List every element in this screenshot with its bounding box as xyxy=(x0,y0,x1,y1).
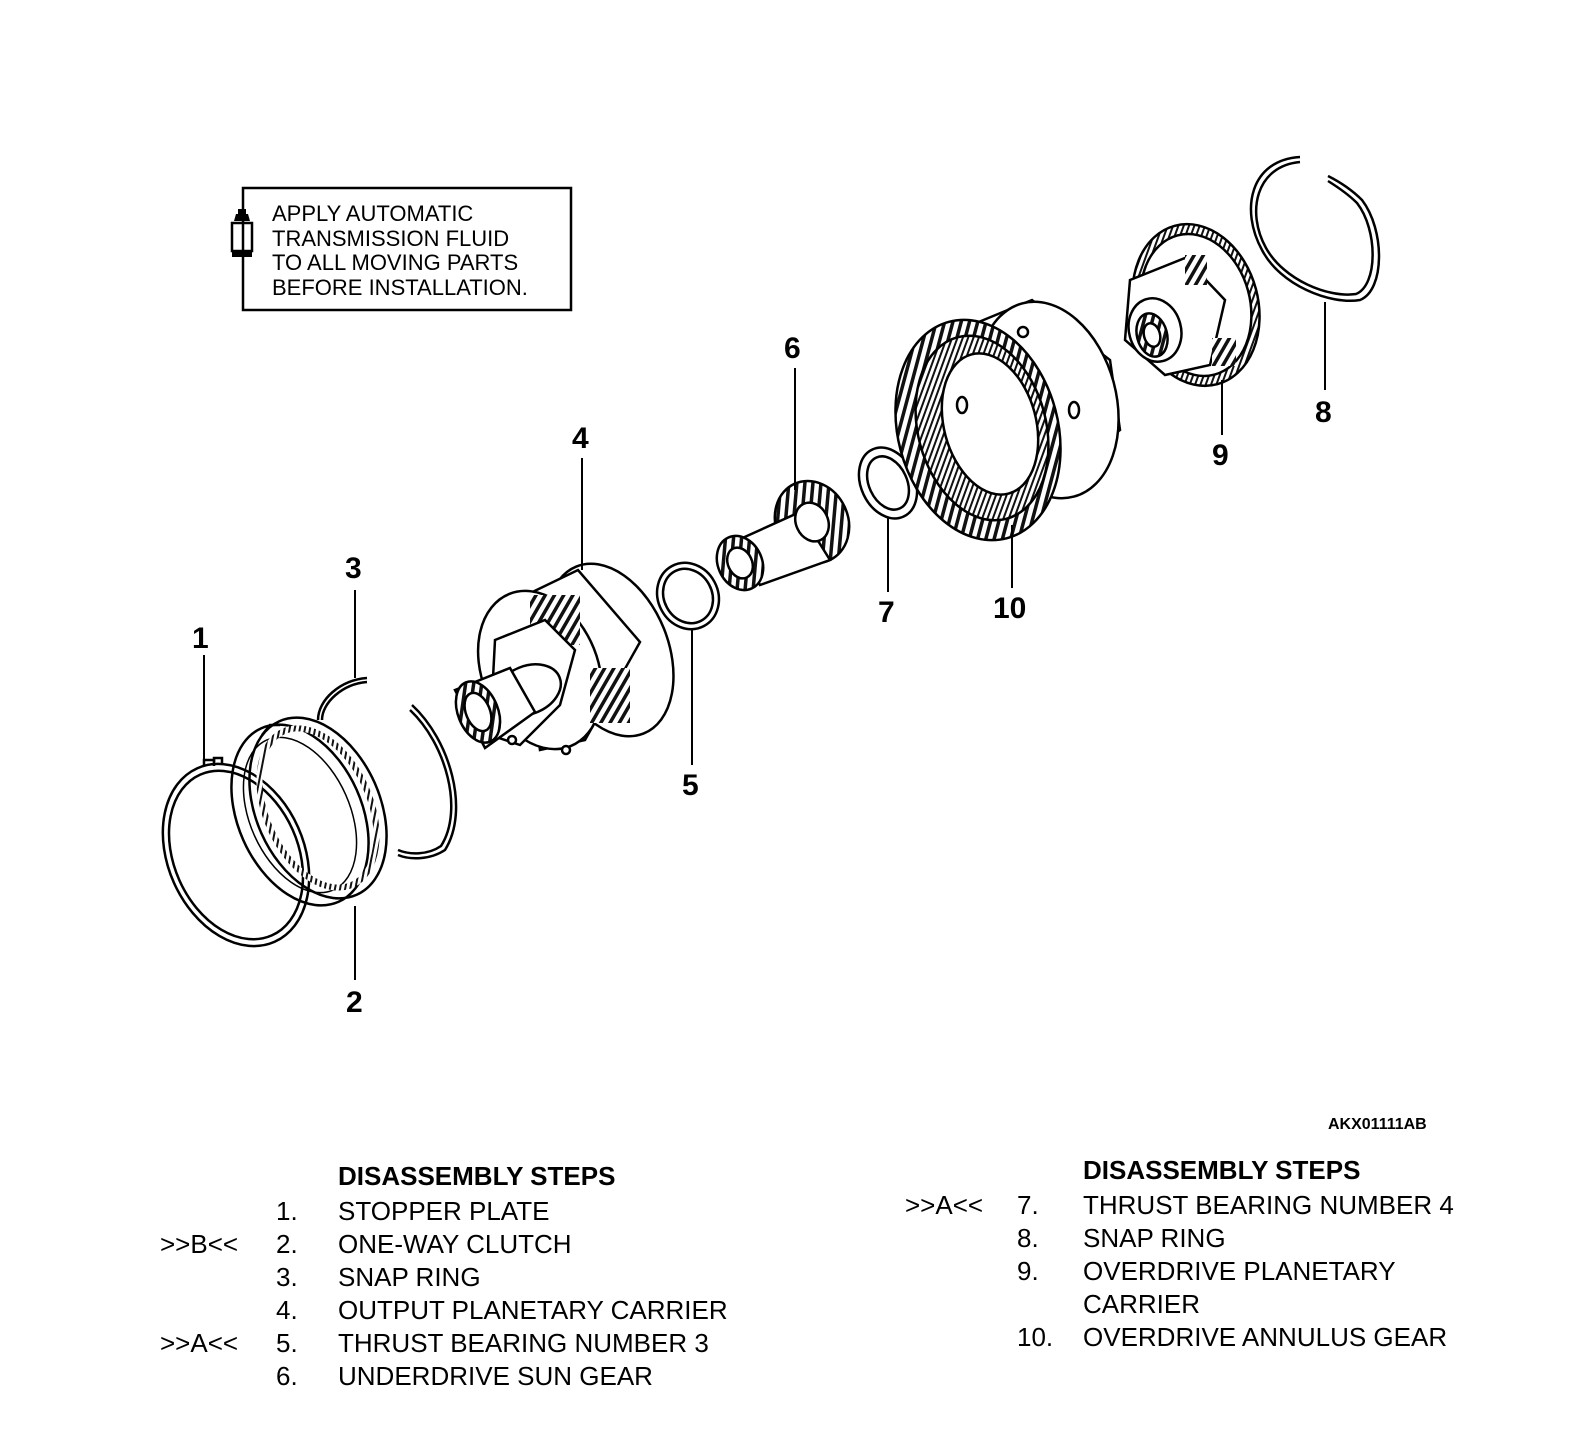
step-label: SNAP RING xyxy=(1083,1223,1226,1253)
step-row: >>A<< 5. THRUST BEARING NUMBER 3 xyxy=(160,1327,780,1360)
step-label: OVERDRIVE ANNULUS GEAR xyxy=(1083,1322,1448,1352)
note-box: APPLY AUTOMATIC TRANSMISSION FLUID TO AL… xyxy=(230,186,573,312)
step-label: THRUST BEARING NUMBER 4 xyxy=(1083,1190,1454,1220)
step-row: CARRIER xyxy=(905,1288,1505,1321)
step-mark: >>A<< xyxy=(160,1328,239,1358)
callout-4: 4 xyxy=(572,422,589,455)
callout-7: 7 xyxy=(878,596,895,629)
part-snap-ring-3 xyxy=(316,676,458,860)
leader-lines xyxy=(203,302,1326,980)
note-line-2: TRANSMISSION FLUID xyxy=(272,226,509,251)
part-thrust-bearing-3 xyxy=(655,561,721,631)
step-number: 10. xyxy=(1017,1322,1054,1352)
part-underdrive-sun-gear xyxy=(715,479,851,592)
step-row: 1. STOPPER PLATE xyxy=(160,1195,780,1228)
callout-8: 8 xyxy=(1315,396,1332,429)
callout-6: 6 xyxy=(784,332,801,365)
part-stopper-plate xyxy=(161,756,311,948)
step-row: 6. UNDERDRIVE SUN GEAR xyxy=(160,1360,780,1393)
callout-5: 5 xyxy=(682,769,699,802)
step-row: 3. SNAP RING xyxy=(160,1261,780,1294)
step-mark: >>A<< xyxy=(905,1190,984,1220)
part-overdrive-planetary-carrier xyxy=(1123,222,1261,388)
part-overdrive-annulus-gear xyxy=(894,298,1122,542)
step-label: STOPPER PLATE xyxy=(338,1196,550,1226)
step-row: >>A<< 7. THRUST BEARING NUMBER 4 xyxy=(905,1189,1505,1222)
note-line-1: APPLY AUTOMATIC xyxy=(272,201,473,226)
figure-id: AKX01111AB xyxy=(1328,1116,1427,1133)
step-number: 1. xyxy=(276,1196,298,1226)
disassembly-steps-right: DISASSEMBLY STEPS >>A<< 7. THRUST BEARING … xyxy=(905,1154,1505,1364)
step-number: 2. xyxy=(276,1229,298,1259)
callout-1: 1 xyxy=(192,622,209,655)
step-number: 5. xyxy=(276,1328,298,1358)
steps-heading: DISASSEMBLY STEPS xyxy=(1083,1155,1361,1185)
callout-10: 10 xyxy=(993,592,1026,625)
step-label: ONE-WAY CLUTCH xyxy=(338,1229,572,1259)
step-number: 9. xyxy=(1017,1256,1039,1286)
note-line-4: BEFORE INSTALLATION. xyxy=(272,275,528,300)
step-label: UNDERDRIVE SUN GEAR xyxy=(338,1361,653,1391)
step-number: 6. xyxy=(276,1361,298,1391)
step-number: 3. xyxy=(276,1262,298,1292)
step-row: 8. SNAP RING xyxy=(905,1222,1505,1255)
step-row: 10. OVERDRIVE ANNULUS GEAR xyxy=(905,1321,1505,1354)
callout-9: 9 xyxy=(1212,439,1229,472)
callout-3: 3 xyxy=(345,552,362,585)
step-label: THRUST BEARING NUMBER 3 xyxy=(338,1328,709,1358)
step-label: SNAP RING xyxy=(338,1262,481,1292)
step-row: 9. OVERDRIVE PLANETARY xyxy=(905,1255,1505,1288)
step-label: OUTPUT PLANETARY CARRIER xyxy=(338,1295,728,1325)
note-line-3: TO ALL MOVING PARTS xyxy=(272,250,518,275)
step-number: 4. xyxy=(276,1295,298,1325)
disassembly-steps-left: DISASSEMBLY STEPS 1. STOPPER PLATE >>B<< 2… xyxy=(160,1160,780,1400)
step-mark: >>B<< xyxy=(160,1229,239,1259)
step-number: 8. xyxy=(1017,1223,1039,1253)
step-label: OVERDRIVE PLANETARY xyxy=(1083,1256,1396,1286)
step-label: CARRIER xyxy=(1083,1289,1201,1319)
steps-heading: DISASSEMBLY STEPS xyxy=(338,1161,616,1191)
step-number: 7. xyxy=(1017,1190,1039,1220)
part-snap-ring-8 xyxy=(1249,155,1381,302)
step-row: >>B<< 2. ONE-WAY CLUTCH xyxy=(160,1228,780,1261)
part-one-way-clutch xyxy=(230,716,388,907)
part-output-planetary-carrier xyxy=(453,562,675,756)
callout-2: 2 xyxy=(346,986,363,1019)
fluid-bottle-icon xyxy=(230,209,254,257)
step-row: 4. OUTPUT PLANETARY CARRIER xyxy=(160,1294,780,1327)
